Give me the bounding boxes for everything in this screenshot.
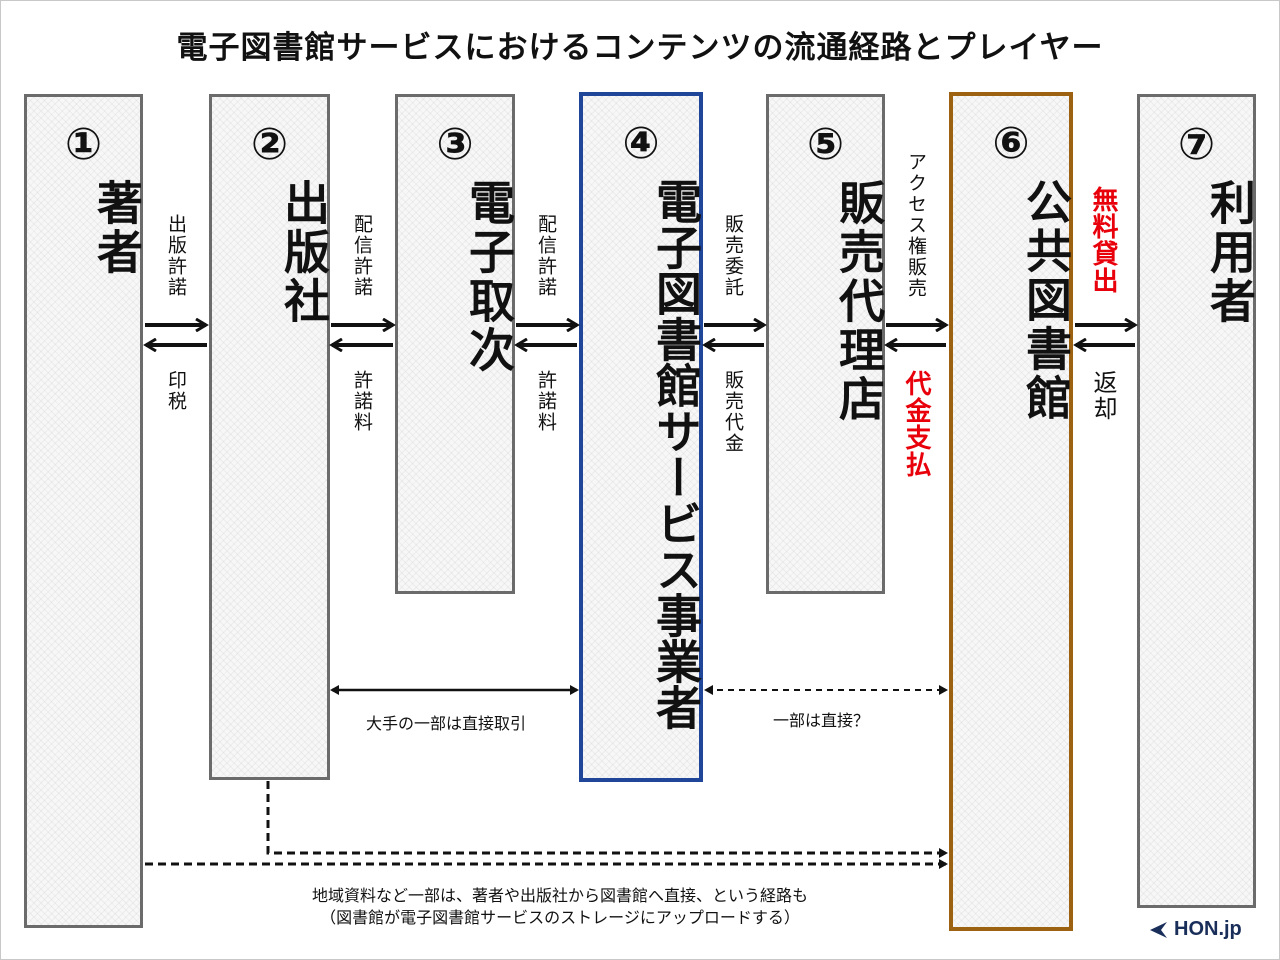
player-public-library: ⑥ 公共図書館: [949, 92, 1073, 931]
player-user-number: ⑦: [1177, 119, 1216, 170]
note-bottom-line1: 地域資料など一部は、著者や出版社から図書館へ直接、という経路も: [311, 886, 808, 905]
player-distributor: ③ 電子取次: [395, 94, 516, 594]
player-public-library-number: ⑥: [992, 118, 1030, 169]
note-direct-major: 大手の一部は直接取引: [366, 714, 527, 733]
player-author-name: 著者: [90, 179, 144, 277]
player-publisher-number: ②: [250, 119, 289, 170]
player-author: ① 著者: [24, 94, 144, 928]
player-publisher: ② 出版社: [209, 94, 331, 780]
player-publisher-name: 出版社: [277, 179, 331, 326]
player-service-provider-number: ④: [622, 118, 660, 169]
label-f1-forward: 出版許諾: [165, 214, 187, 298]
note-direct-partial: 一部は直接？: [773, 711, 870, 730]
player-user-name: 利用者: [1203, 179, 1257, 326]
player-sales-agent-number: ⑤: [806, 119, 845, 170]
page-title: 電子図書館サービスにおけるコンテンツの流通経路とプレイヤー: [176, 30, 1104, 66]
player-user: ⑦ 利用者: [1137, 94, 1257, 908]
label-f4-back: 販売代金: [722, 370, 744, 454]
logo-text: HON.jp: [1174, 918, 1242, 940]
label-f6-forward: 無料貸出: [1088, 186, 1118, 294]
player-sales-agent-name: 販売代理店: [832, 179, 886, 424]
player-public-library-name: 公共図書館: [1019, 178, 1073, 423]
label-f1-back: 印税: [165, 370, 187, 412]
arrow-publisher-to-library: [266, 781, 948, 858]
label-f3-forward: 配信許諾: [535, 214, 557, 298]
label-f4-forward: 販売委託: [722, 214, 744, 298]
label-f2-forward: 配信許諾: [351, 214, 373, 298]
player-sales-agent: ⑤ 販売代理店: [766, 94, 886, 594]
label-f5-forward: アクセス権販売: [905, 152, 927, 299]
label-f6-back: 返却: [1089, 370, 1117, 422]
player-service-provider: ④ 電子図書館サービス事業者: [579, 92, 703, 782]
player-distributor-number: ③: [436, 119, 474, 170]
label-f3-back: 許諾料: [535, 370, 557, 433]
note-bottom-line2: （図書館が電子図書館サービスのストレージにアップロードする）: [320, 908, 800, 927]
player-service-provider-name: 電子図書館サービス事業者: [649, 178, 703, 730]
triangle-left-icon: [1150, 922, 1167, 938]
label-f5-back: 代金支払: [901, 370, 931, 478]
player-author-number: ①: [64, 119, 103, 170]
player-distributor-name: 電子取次: [462, 179, 516, 375]
label-f2-back: 許諾料: [351, 370, 373, 433]
